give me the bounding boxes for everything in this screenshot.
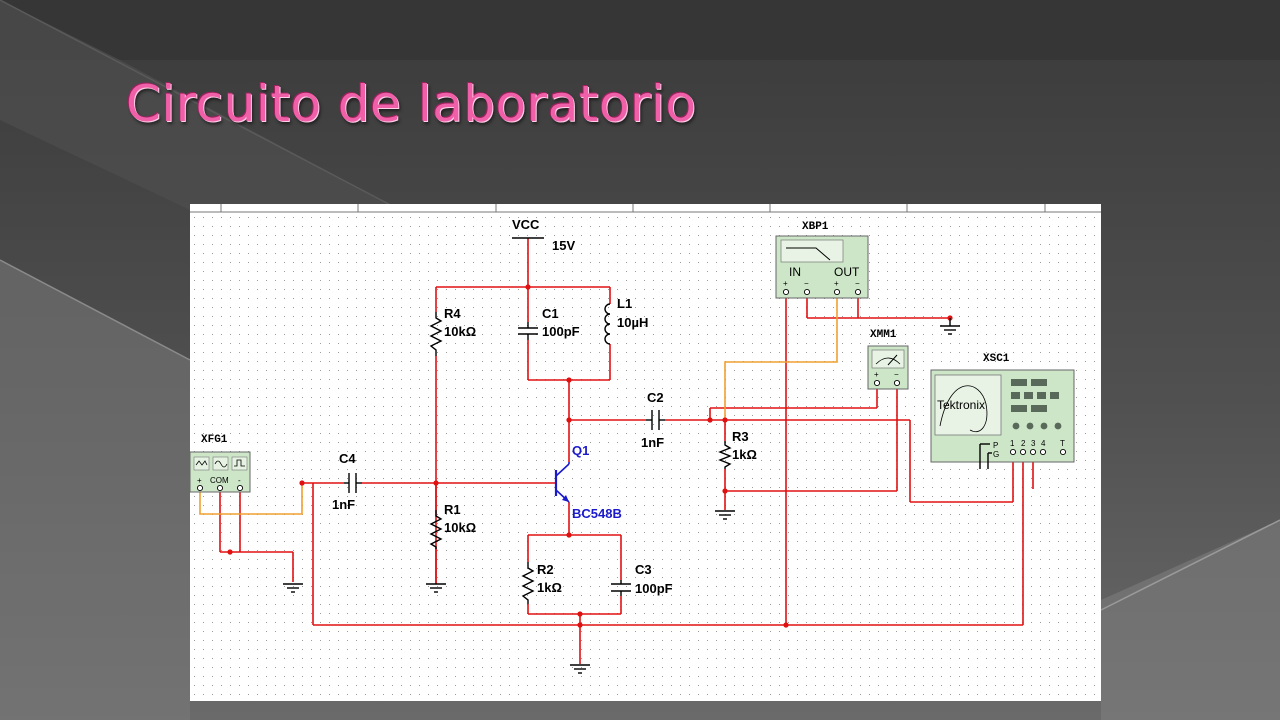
c4-value: 1nF xyxy=(332,497,355,512)
capacitor-c2[interactable]: C2 1nF xyxy=(641,390,665,450)
xbp1-name: XBP1 xyxy=(802,221,829,233)
resistor-r1[interactable]: R1 10kΩ xyxy=(429,502,476,549)
xsc1-brand: Tektronix xyxy=(937,398,985,412)
xsc1-name: XSC1 xyxy=(983,353,1010,365)
bode-plotter-xbp1[interactable]: XBP1 IN OUT + − + − xyxy=(775,221,869,299)
xsc1-ch3-label: 3 xyxy=(1031,439,1036,448)
xmm1-name: XMM1 xyxy=(870,329,897,341)
l1-value: 10µH xyxy=(617,315,648,330)
c4-ref: C4 xyxy=(339,451,356,466)
transistor-q1[interactable]: Q1 BC548B xyxy=(554,443,622,521)
vcc-name: VCC xyxy=(512,217,540,232)
ground-symbol xyxy=(283,583,303,593)
r3-ref: R3 xyxy=(732,429,749,444)
slide-title: Circuito de laboratorio xyxy=(126,75,697,133)
xsc1-pin-g-label: G xyxy=(993,450,999,459)
r2-value: 1kΩ xyxy=(537,580,562,595)
ground-symbol xyxy=(715,510,735,520)
capacitor-c1[interactable]: C1 100pF xyxy=(518,306,580,340)
xbp1-in-label: IN xyxy=(789,265,801,279)
xmm1-minus-label: − xyxy=(894,370,899,379)
xsc1-ch1-label: 1 xyxy=(1010,439,1015,448)
q1-model: BC548B xyxy=(572,506,622,521)
xfg1-pin-minus-label: - xyxy=(238,476,241,485)
xsc1-ch2-label: 2 xyxy=(1021,439,1026,448)
circuit-schematic: VCC 15V R4 10kΩ C1 100pF L1 10µH C2 1nF … xyxy=(190,204,1101,701)
resistor-r4[interactable]: R4 10kΩ xyxy=(429,306,476,356)
waveform-icon xyxy=(939,385,988,432)
xbp1-in-plus-label: + xyxy=(783,279,788,288)
xsc1-ch4-label: 4 xyxy=(1041,439,1046,448)
vcc-value: 15V xyxy=(552,238,575,253)
r2-ref: R2 xyxy=(537,562,554,577)
r1-value: 10kΩ xyxy=(444,520,476,535)
c2-ref: C2 xyxy=(647,390,664,405)
xbp1-in-minus-label: − xyxy=(804,279,809,288)
c1-value: 100pF xyxy=(542,324,580,339)
resistor-r2[interactable]: R2 1kΩ xyxy=(521,562,562,604)
q1-ref: Q1 xyxy=(572,443,589,458)
xfg1-pin-plus-label: + xyxy=(197,476,202,485)
resistor-r3[interactable]: R3 1kΩ xyxy=(718,429,757,469)
r3-value: 1kΩ xyxy=(732,447,757,462)
r1-ref: R1 xyxy=(444,502,461,517)
capacitor-c4[interactable]: C4 1nF xyxy=(332,451,362,512)
capacitor-c3[interactable]: C3 100pF xyxy=(611,562,673,596)
function-generator-xfg1[interactable]: XFG1 + COM - xyxy=(190,434,251,493)
scope-button-grid xyxy=(1011,379,1062,430)
sheet-border xyxy=(190,204,1101,213)
xsc1-trigger-label: T xyxy=(1060,439,1065,448)
r4-value: 10kΩ xyxy=(444,324,476,339)
inductor-l1[interactable]: L1 10µH xyxy=(604,296,648,345)
meter-needle-icon xyxy=(887,354,898,366)
ground-symbol xyxy=(426,583,446,593)
ground-symbol xyxy=(940,318,960,335)
junction-dots xyxy=(227,284,953,628)
multimeter-xmm1[interactable]: XMM1 + − xyxy=(867,329,909,390)
ground-symbol xyxy=(570,664,590,674)
l1-ref: L1 xyxy=(617,296,632,311)
xmm1-plus-label: + xyxy=(874,370,879,379)
oscilloscope-xsc1[interactable]: XSC1 Tektronix P G 1 2 3 4 T xyxy=(930,353,1075,469)
vcc-supply[interactable]: VCC 15V xyxy=(512,217,575,253)
sine-wave-icon xyxy=(214,460,228,468)
c2-value: 1nF xyxy=(641,435,664,450)
c3-value: 100pF xyxy=(635,581,673,596)
frequency-response-icon xyxy=(786,247,831,261)
xbp1-out-minus-label: − xyxy=(855,279,860,288)
r4-ref: R4 xyxy=(444,306,461,321)
xsc1-pin-p-label: P xyxy=(993,441,998,450)
wires xyxy=(199,238,1034,664)
c1-ref: C1 xyxy=(542,306,559,321)
xfg1-name: XFG1 xyxy=(201,434,228,446)
xfg1-pin-com-label: COM xyxy=(210,476,229,485)
xbp1-out-plus-label: + xyxy=(834,279,839,288)
triangle-wave-icon xyxy=(195,460,208,466)
square-wave-icon xyxy=(234,459,245,467)
c3-ref: C3 xyxy=(635,562,652,577)
xbp1-out-label: OUT xyxy=(834,265,860,279)
